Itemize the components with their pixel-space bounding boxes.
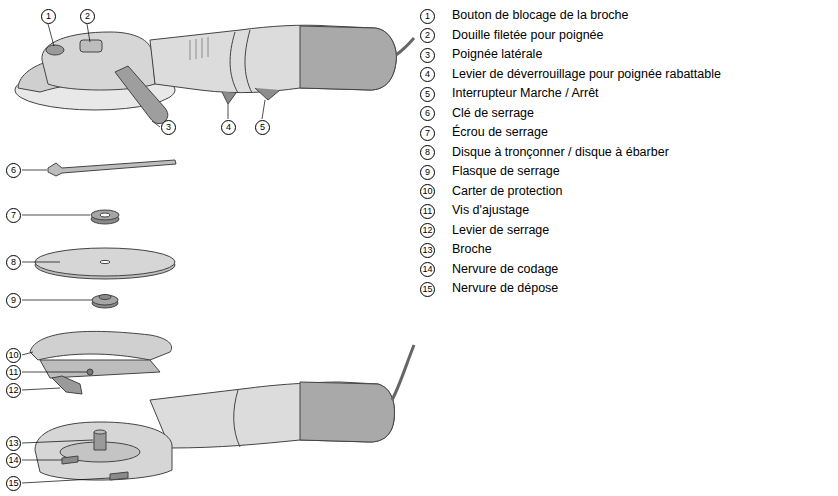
legend-number: 12	[420, 223, 435, 238]
callout-number: 9	[6, 293, 21, 308]
legend-number: 4	[420, 67, 435, 82]
callout-number: 2	[80, 9, 95, 24]
part-name: Douille filetée pour poignée	[452, 28, 737, 43]
part-name: Flasque de serrage	[452, 164, 737, 179]
callout-number: 14	[6, 453, 21, 468]
callout-number: 13	[6, 436, 21, 451]
legend-number: 10	[420, 184, 435, 199]
gear-head	[35, 422, 172, 480]
wrench	[48, 160, 176, 176]
legend-number: 14	[420, 262, 435, 277]
legend-number: 7	[420, 126, 435, 141]
clamp-lever	[52, 376, 82, 394]
part-name: Interrupteur Marche / Arrêt	[452, 86, 737, 101]
cable	[392, 345, 414, 400]
callout-number: 12	[6, 383, 21, 398]
legend-number: 2	[420, 28, 435, 43]
part-name: Disque à tronçonner / disque à ébarber	[452, 145, 737, 160]
motor-body	[150, 25, 396, 92]
callout-number: 6	[6, 163, 21, 178]
thread-socket	[80, 40, 102, 52]
part-name: Nervure de codage	[452, 262, 737, 277]
cable	[396, 38, 414, 55]
part-name: Levier de déverrouillage pour poignée ra…	[452, 67, 737, 82]
lock-button	[46, 45, 64, 55]
legend-number: 15	[420, 282, 435, 297]
legend-number: 3	[420, 48, 435, 63]
callout-number: 4	[221, 120, 236, 135]
switch	[255, 88, 280, 100]
removal-rib	[110, 472, 128, 480]
rear-grip	[300, 382, 394, 442]
rear-grip	[300, 26, 396, 90]
callout-number: 3	[161, 120, 176, 135]
part-name: Levier de serrage	[452, 223, 737, 238]
motor-body	[150, 382, 394, 448]
part-name: Écrou de serrage	[452, 125, 737, 140]
part-name: Vis d'ajustage	[452, 203, 737, 218]
callout-number: 1	[41, 9, 56, 24]
callout-number: 10	[6, 348, 21, 363]
guard-collar	[40, 360, 160, 378]
part-name: Carter de protection	[452, 184, 737, 199]
part-name: Broche	[452, 242, 737, 257]
callout-number: 5	[255, 120, 270, 135]
legend-number: 11	[420, 204, 435, 219]
part-name: Clé de serrage	[452, 106, 737, 121]
callout-number: 11	[6, 365, 21, 380]
leader-lines	[22, 24, 265, 483]
coding-rib	[62, 456, 78, 464]
legend-number: 6	[420, 106, 435, 121]
legend-number: 8	[420, 145, 435, 160]
side-handle	[115, 66, 168, 124]
part-name: Bouton de blocage de la broche	[452, 8, 737, 23]
spindle	[94, 432, 106, 450]
callout-number: 7	[6, 208, 21, 223]
guard	[30, 331, 172, 360]
legend-number: 13	[420, 243, 435, 258]
adjust-screw	[87, 369, 93, 375]
part-name: Poignée latérale	[452, 47, 737, 62]
part-name: Nervure de dépose	[452, 281, 737, 296]
legend-number: 5	[420, 87, 435, 102]
release-lever	[222, 92, 236, 104]
legend-number: 1	[420, 9, 435, 24]
callout-number: 15	[6, 476, 21, 491]
legend-number: 9	[420, 165, 435, 180]
callout-number: 8	[6, 255, 21, 270]
